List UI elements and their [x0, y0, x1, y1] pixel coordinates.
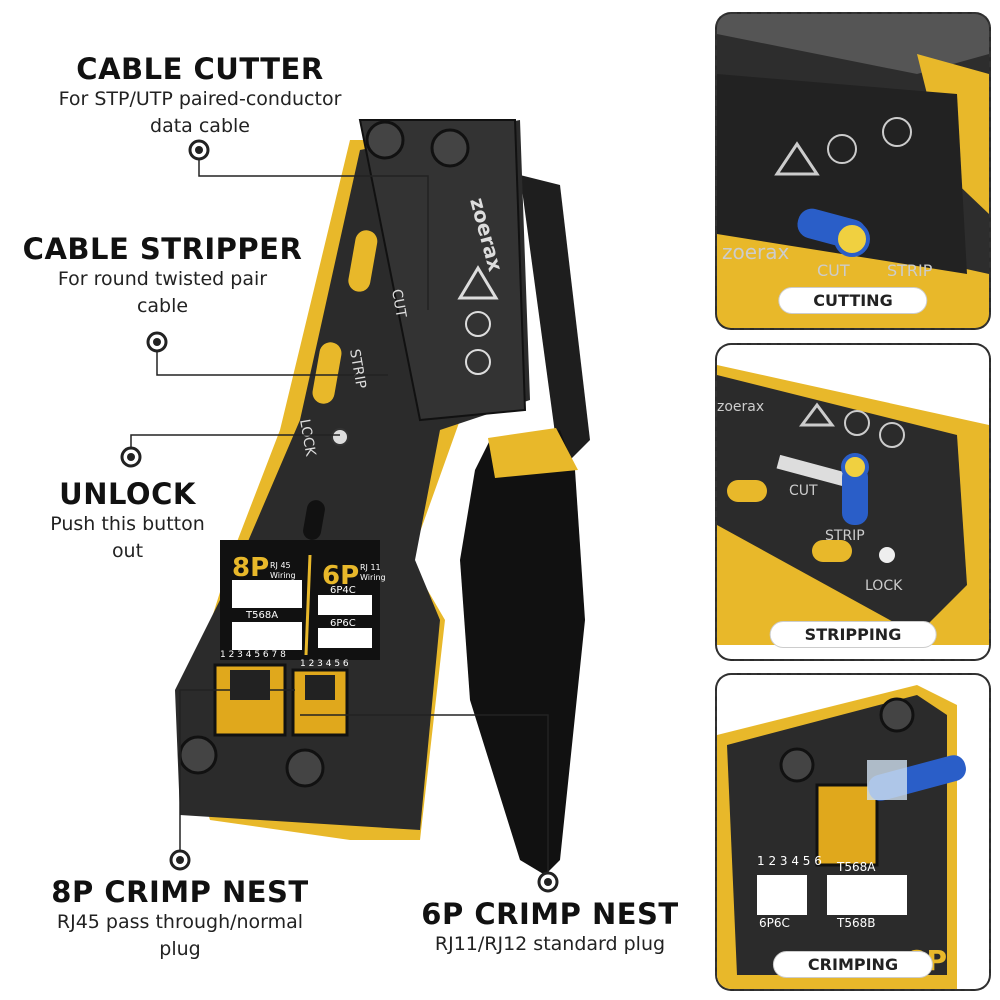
cut-label: CUT [388, 288, 409, 319]
lock-label: LOCK [296, 418, 318, 458]
cable-stripper-title: CABLE STRIPPER [22, 232, 303, 266]
6p6c-label: 6P6C [759, 916, 790, 930]
cutting-panel: zoerax CUT STRIP CUTTING [715, 12, 991, 330]
cutting-label: CUTTING [778, 287, 928, 314]
handle [460, 175, 590, 875]
stripping-detail-image: zoerax CUT STRIP LOCK [717, 345, 989, 659]
unlock-callout: UNLOCK Push this button out [25, 477, 230, 565]
crimp-8p-desc-1: RJ45 pass through/normal [56, 911, 304, 933]
warning-icon [799, 402, 835, 427]
brand-logo-text: zoerax [722, 240, 790, 264]
cable-cutter-callout: CABLE CUTTER For STP/UTP paired-conducto… [30, 52, 370, 140]
safety-goggles-icon [882, 117, 912, 147]
cable-stripper-callout: CABLE STRIPPER For round twisted pair ca… [20, 232, 305, 320]
cutting-detail-image: zoerax CUT STRIP [717, 14, 989, 328]
crimp-8p-callout: 8P CRIMP NEST RJ45 pass through/normal p… [25, 875, 335, 963]
8p-label: 8P [232, 553, 269, 583]
unlock-title: UNLOCK [59, 477, 196, 511]
cable-cutter-desc-1: For STP/UTP paired-conductor [58, 88, 342, 110]
rj11-label: RJ 11 [360, 563, 381, 572]
safety-goggles-icon [879, 422, 905, 448]
t568b-label: T568B [245, 583, 278, 594]
crimping-detail-image: 1 2 3 4 5 6 T568A T568B 6P6C 8P [717, 675, 989, 989]
strip-label: STRIP [825, 528, 865, 544]
cut-label: CUT [817, 261, 850, 280]
pins-8-label: 1 2 3 4 5 6 7 8 [220, 650, 286, 660]
t568a-label: T568A [836, 860, 876, 874]
crimping-label: CRIMPING [772, 951, 934, 978]
t568b-label: T568B [836, 916, 875, 930]
stripping-label: STRIPPING [769, 621, 937, 648]
cable-cutter-desc-2: data cable [150, 115, 250, 137]
crimping-panel: 1 2 3 4 5 6 T568A T568B 6P6C 8P CRIMPING [715, 673, 991, 991]
crimp-8p-desc-2: plug [159, 938, 201, 960]
t568a-label: T568A [245, 610, 278, 621]
crimp-8p-title: 8P CRIMP NEST [51, 875, 309, 909]
rj45-label: RJ 45 [270, 561, 291, 570]
cable-stripper-desc-2: cable [136, 295, 189, 317]
warning-icon [457, 265, 499, 300]
strip-label: STRIP [887, 261, 933, 280]
cable-cutter-title: CABLE CUTTER [76, 52, 324, 86]
6p-label: 6P [322, 561, 359, 591]
crimp-6p-title: 6P CRIMP NEST [421, 897, 679, 931]
crimp-6p-callout: 6P CRIMP NEST RJ11/RJ12 standard plug [405, 897, 695, 958]
unlock-desc-1: Push this button [50, 513, 205, 535]
rj45-wiring-label: Wiring [270, 571, 296, 580]
pins-6-label: 1 2 3 4 5 6 [757, 854, 822, 868]
tool-body [175, 119, 530, 840]
warning-icon [774, 141, 820, 176]
cut-label: CUT [789, 483, 818, 499]
unlock-desc-2: out [111, 540, 144, 562]
6p6c-label: 6P6C [330, 618, 356, 629]
safety-goggles-icon [465, 349, 491, 375]
safety-glove-icon [465, 311, 491, 337]
6p4c-label: 6P4C [330, 585, 356, 596]
safety-glove-icon [827, 134, 857, 164]
cable-stripper-desc-1: For round twisted pair [57, 268, 268, 290]
crimp-6p-desc-1: RJ11/RJ12 standard plug [434, 933, 666, 955]
pins-6-label: 1 2 3 4 5 6 [300, 659, 349, 669]
stripping-panel: zoerax CUT STRIP LOCK STRIPPING [715, 343, 991, 661]
strip-label: STRIP [346, 348, 369, 390]
brand-logo-text: zoerax [717, 399, 764, 415]
rj11-wiring-label: Wiring [360, 573, 386, 582]
safety-glove-icon [844, 410, 870, 436]
lock-label: LOCK [865, 578, 903, 594]
